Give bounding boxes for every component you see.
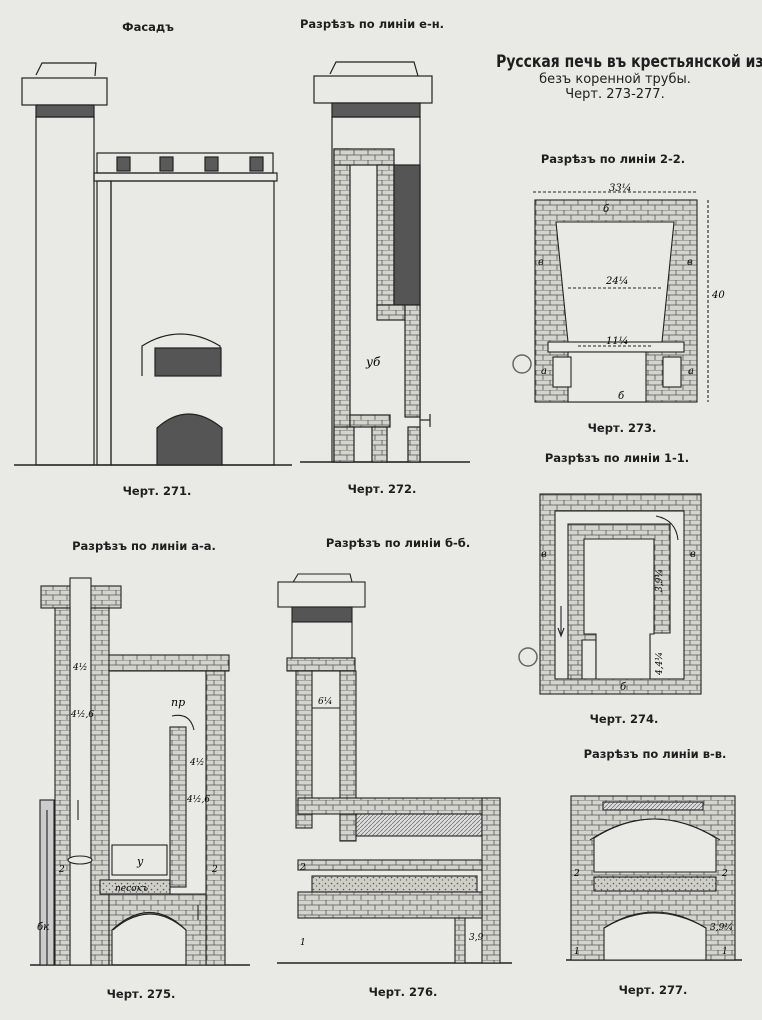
caption-section-aa: Разрѣзъ по линiи а-а. — [72, 539, 216, 553]
label-two-276: 2 — [299, 863, 306, 873]
label-one-277-left: 1 — [574, 947, 580, 957]
label-39-274: 3,9¼ — [654, 569, 665, 592]
title-main: Русская печь въ крестьянской избѣ — [496, 52, 762, 72]
figure-271-label: Черт. 271. — [122, 484, 192, 498]
label-v-274-right: в — [690, 549, 696, 560]
label-two-275-right: 2 — [211, 865, 218, 875]
label-half-275: 4½ — [72, 662, 87, 673]
label-v-right: в — [687, 257, 693, 268]
label-two-277-left: 2 — [573, 869, 580, 879]
figure-273-label: Черт. 273. — [587, 421, 657, 435]
label-v-274-left: в — [541, 549, 547, 560]
label-39-276: 3,9 — [469, 933, 484, 943]
label-six: 6¼ — [318, 696, 332, 707]
figure-274-label: Черт. 274. — [589, 712, 659, 726]
caption-section-22: Разрѣзъ по линiи 2-2. — [540, 152, 686, 166]
label-half6-275-right: 4½,6 — [186, 794, 210, 805]
label-half6-275: 4½,6 — [70, 709, 94, 720]
label-half-275-right: 4½ — [189, 757, 204, 768]
label-two-277-right: 2 — [721, 869, 728, 879]
label-v-left: в — [538, 257, 544, 268]
figure-275-label: Черт. 275. — [106, 987, 176, 1001]
figure-274-section-11 — [518, 493, 702, 695]
dim-11: 11¼ — [606, 336, 628, 347]
figure-276-section-bb — [277, 573, 512, 964]
figure-275-section-aa — [30, 577, 250, 966]
figure-272-label: Черт. 272. — [347, 482, 417, 496]
label-pesok: песокъ — [115, 884, 148, 894]
label-pr: пр — [171, 696, 185, 709]
caption-section-vv: Разрѣзъ по линiи в-в. — [583, 747, 727, 761]
dim-33: 33¼ — [609, 183, 631, 194]
caption-section-11: Разрѣзъ по линiи 1-1. — [544, 451, 690, 465]
figure-277-label: Черт. 277. — [618, 983, 688, 997]
caption-section-ee: Разрѣзъ по линiи е-н. — [299, 17, 445, 31]
title-range: Черт. 273-277. — [565, 87, 665, 102]
label-one-277-right: 1 — [722, 947, 728, 957]
label-two-275-left: 2 — [58, 865, 65, 875]
figure-277-section-vv — [566, 795, 742, 961]
figure-272-section-en — [300, 61, 470, 463]
label-a-left: а — [541, 366, 547, 377]
title-block: Русская печь въ крестьянской избѣ безъ к… — [470, 52, 762, 102]
label-39-277: 3,9¼ — [710, 922, 733, 933]
caption-section-bb: Разрѣзъ по линiи б-б. — [325, 536, 471, 550]
label-one-276: 1 — [300, 938, 306, 948]
figure-271-facade — [14, 62, 292, 466]
label-u: у — [136, 855, 144, 868]
label-b-bottom: б — [618, 391, 625, 402]
label-44-274: 4,4¼ — [654, 652, 665, 676]
title-sub: безъ коренной трубы. — [539, 72, 691, 87]
dim-40: 40 — [711, 290, 725, 301]
label-ub: уб — [365, 355, 381, 369]
figure-273-section-22 — [512, 191, 709, 403]
caption-facade: Фасадъ — [122, 20, 174, 34]
dim-24: 24¼ — [605, 276, 628, 287]
label-b-274: б — [620, 682, 627, 693]
label-b-top: б — [603, 204, 610, 215]
label-a-right: а — [688, 366, 694, 377]
label-bk: бк — [37, 922, 49, 933]
figure-276-label: Черт. 276. — [368, 985, 438, 999]
